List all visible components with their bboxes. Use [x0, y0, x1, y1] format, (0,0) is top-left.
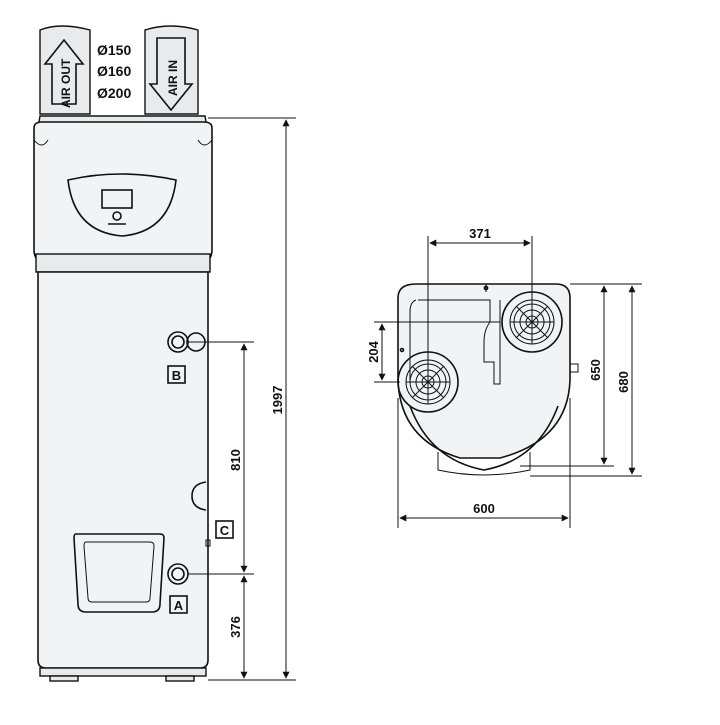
dimension-depth-outer: 680: [530, 283, 642, 477]
air-out-duct: AIR OUT: [39, 25, 91, 115]
dimension-depth-inner: 650: [520, 283, 614, 467]
connection-c-label: C: [220, 523, 230, 538]
connection-b-label: B: [172, 368, 181, 383]
dimension-b-to-a: 810: [188, 341, 254, 575]
dimension-a-to-floor: 376: [228, 575, 248, 679]
dim-371: 371: [469, 226, 491, 241]
control-panel: [67, 173, 177, 237]
inspection-door: [73, 533, 165, 613]
heat-pump-head: [33, 121, 213, 263]
dim-650: 650: [588, 359, 603, 381]
dim-810: 810: [228, 449, 243, 471]
dimension-fan-offset: 204: [366, 321, 500, 383]
dim-376: 376: [228, 616, 243, 638]
diameter-200: Ø200: [97, 85, 131, 101]
dimension-total-height: 1997: [208, 117, 296, 681]
top-view: 371 204 650 680 600: [366, 226, 642, 528]
dimension-fan-spacing: 371: [427, 226, 533, 382]
dimension-width: 600: [397, 398, 571, 528]
air-out-label: AIR OUT: [59, 58, 73, 108]
dim-680: 680: [616, 371, 631, 393]
air-in-duct: AIR IN: [144, 25, 199, 115]
diameter-160: Ø160: [97, 63, 131, 79]
diameter-150: Ø150: [97, 42, 131, 58]
dim-1997: 1997: [270, 386, 285, 415]
connection-a-label: A: [174, 598, 184, 613]
air-in-label: AIR IN: [166, 60, 180, 96]
duct-diameters: Ø150 Ø160 Ø200: [97, 42, 131, 101]
dim-204: 204: [366, 340, 381, 362]
front-view: AIR OUT AIR IN Ø150 Ø160 Ø200: [33, 25, 296, 682]
dim-600: 600: [473, 501, 495, 516]
